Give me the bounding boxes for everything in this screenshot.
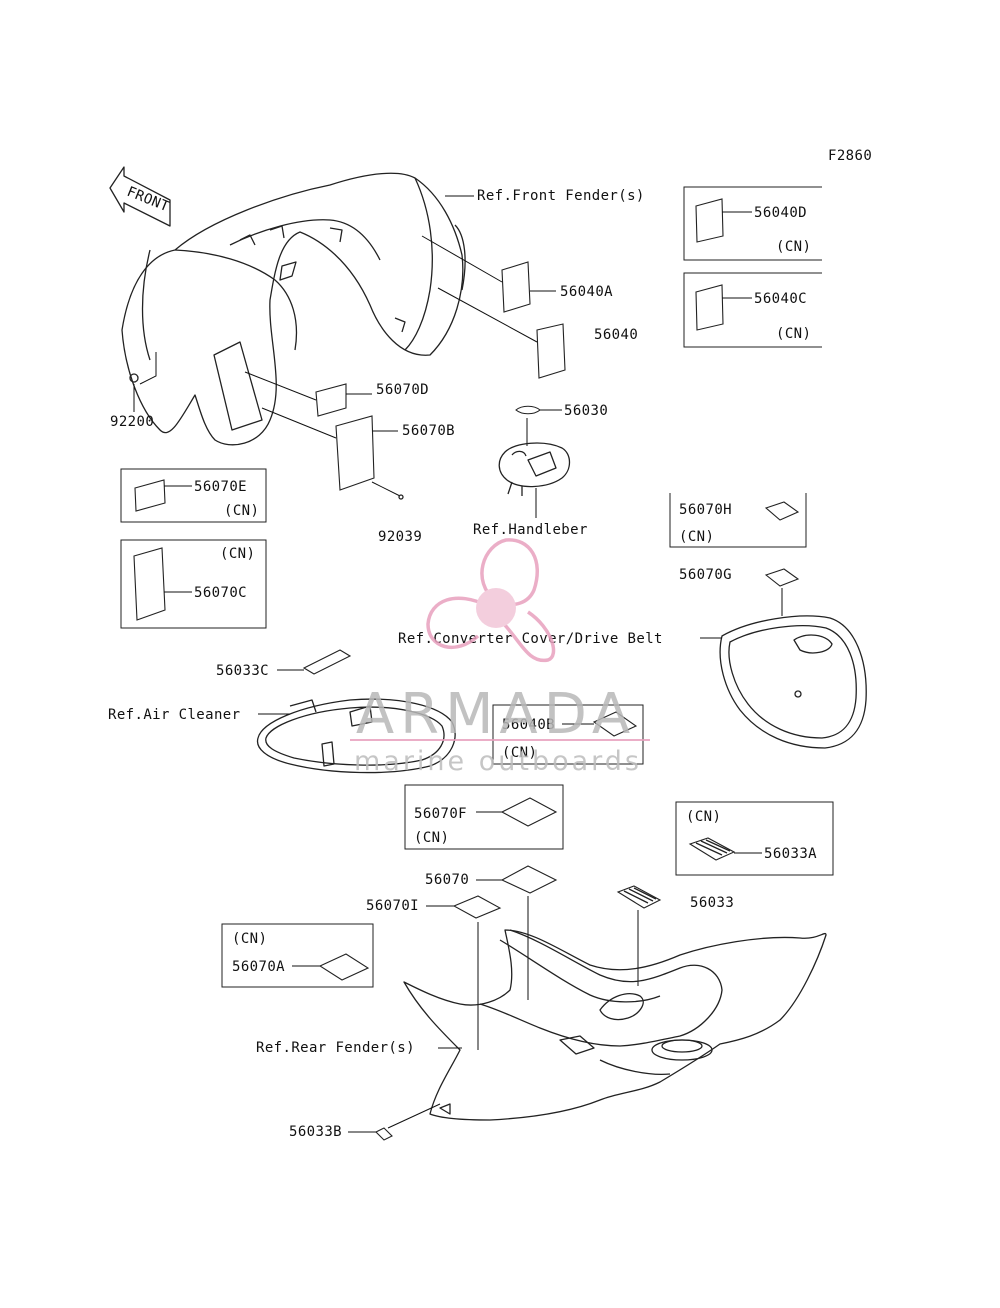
- decal-56033B-icon: [348, 1103, 441, 1141]
- bolt-92039-icon: [371, 481, 404, 500]
- label-56070C: 56070C: [194, 585, 247, 601]
- box-56040C: [683, 272, 822, 348]
- label-56030: 56030: [564, 403, 608, 419]
- cn-56040D: (CN): [776, 239, 811, 255]
- watermark-brand: ARMADA: [356, 682, 636, 747]
- label-92200: 92200: [110, 414, 154, 430]
- cn-56070F: (CN): [414, 830, 449, 846]
- label-56070E: 56070E: [194, 479, 247, 495]
- label-56070B: 56070B: [402, 423, 455, 439]
- label-56070: 56070: [425, 872, 469, 888]
- ref-handlebar: Ref.Handleber: [473, 522, 588, 538]
- label-56040C: 56040C: [754, 291, 807, 307]
- watermark-tagline: marine outboards: [354, 746, 642, 777]
- label-56070H: 56070H: [679, 502, 732, 518]
- label-56033B: 56033B: [289, 1124, 342, 1140]
- cn-56070E: (CN): [224, 503, 259, 519]
- converter-cover-illustration: [700, 615, 867, 749]
- cn-56040C: (CN): [776, 326, 811, 342]
- cn-56033A: (CN): [686, 809, 721, 825]
- cn-56070A: (CN): [232, 931, 267, 947]
- label-56040D: 56040D: [754, 205, 807, 221]
- front-arrow-icon: FRONT: [109, 166, 172, 227]
- label-56070I: 56070I: [366, 898, 419, 914]
- handlebar-cover-illustration: [498, 405, 571, 518]
- decal-56070I-icon: [426, 895, 502, 1050]
- label-56033C: 56033C: [216, 663, 269, 679]
- decal-56070-icon: [476, 865, 558, 1000]
- box-56040B: [492, 704, 644, 765]
- grommet-92200-icon: [129, 352, 157, 412]
- box-56070F: [404, 784, 564, 850]
- label-56070D: 56070D: [376, 382, 429, 398]
- ref-rear-fender: Ref.Rear Fender(s): [256, 1040, 415, 1056]
- propeller-logo-icon: [426, 538, 556, 663]
- label-56033: 56033: [690, 895, 734, 911]
- label-56033A: 56033A: [764, 846, 817, 862]
- decal-56070B-icon: [261, 407, 398, 491]
- ref-front-fender: Ref.Front Fender(s): [477, 188, 645, 204]
- decal-56033-icon: [616, 885, 662, 986]
- label-56070F: 56070F: [414, 806, 467, 822]
- cn-56070H: (CN): [679, 529, 714, 545]
- decal-56070D-icon: [244, 371, 372, 417]
- label-56040B: 56040B: [502, 717, 555, 733]
- ref-air-cleaner: Ref.Air Cleaner: [108, 707, 240, 723]
- label-56040A: 56040A: [560, 284, 613, 300]
- label-56070A: 56070A: [232, 959, 285, 975]
- box-56070H: [669, 493, 807, 548]
- decal-56070G-icon: [764, 568, 800, 616]
- watermark: ARMADA marine outboards: [350, 538, 650, 777]
- box-56070E: [120, 468, 267, 523]
- decal-56040A-icon: [421, 235, 556, 313]
- decal-56033C-icon: [277, 649, 352, 675]
- decal-56040-icon: [437, 287, 566, 379]
- box-56040D: [683, 186, 822, 261]
- label-56040: 56040: [594, 327, 638, 343]
- label-56070G: 56070G: [679, 567, 732, 583]
- label-92039: 92039: [378, 529, 422, 545]
- box-56033A: [675, 801, 834, 876]
- box-56070C: [120, 539, 267, 629]
- cn-56040B: (CN): [502, 745, 537, 761]
- box-56070A: [221, 923, 374, 988]
- cn-56070C: (CN): [220, 546, 255, 562]
- rear-fender-illustration: [403, 929, 827, 1121]
- front-fender-illustration: [121, 172, 466, 446]
- figure-code: F2860: [828, 148, 872, 164]
